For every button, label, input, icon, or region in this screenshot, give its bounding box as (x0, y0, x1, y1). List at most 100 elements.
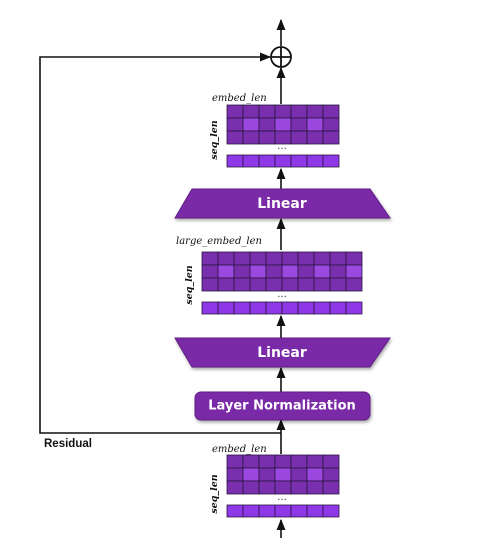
matrix-cell (345, 264, 363, 279)
mid-large-embed-len-label: large_embed_len (176, 236, 262, 247)
matrix-cell (274, 467, 292, 482)
layer-norm-label: Layer Normalization (208, 398, 356, 414)
matrix-cell (233, 264, 251, 279)
matrix-last-row-cell (242, 504, 260, 518)
matrix-cell (258, 130, 276, 145)
top-matrix (226, 104, 340, 168)
matrix-cell (322, 480, 340, 495)
matrix-cell (249, 264, 267, 279)
matrix-last-row-cell (201, 301, 219, 315)
matrix-last-row-cell (258, 504, 276, 518)
matrix-cell (217, 264, 235, 279)
matrix-cell (290, 130, 308, 145)
linear-block-top (174, 188, 391, 219)
matrix-cell (306, 104, 324, 119)
top-ellipsis: ... (277, 141, 287, 152)
matrix-cell (258, 117, 276, 132)
bottom-ellipsis: ... (277, 492, 287, 503)
matrix-last-row-cell (242, 154, 260, 168)
matrix-cell (242, 480, 260, 495)
matrix-cell (306, 117, 324, 132)
mid-seq-len-label: seq_len (184, 265, 195, 305)
matrix-last-row-cell (345, 301, 363, 315)
matrix-cell (290, 117, 308, 132)
top-seq-len-label: seq_len (209, 120, 220, 160)
matrix-cell (265, 264, 283, 279)
matrix-cell (281, 251, 299, 266)
layer-norm-block (194, 391, 371, 421)
matrix-cell (226, 467, 244, 482)
matrix-cell (258, 454, 276, 469)
matrix-last-row-cell (233, 301, 251, 315)
matrix-last-row-cell (322, 154, 340, 168)
matrix-last-row-cell (290, 504, 308, 518)
matrix-cell (290, 104, 308, 119)
matrix-last-row-cell (274, 504, 292, 518)
matrix-cell (226, 117, 244, 132)
matrix-cell (226, 480, 244, 495)
matrix-cell (322, 454, 340, 469)
matrix-cell (274, 454, 292, 469)
matrix-cell (242, 104, 260, 119)
matrix-cell (297, 277, 315, 292)
matrix-last-row-cell (290, 154, 308, 168)
matrix-cell (226, 454, 244, 469)
matrix-cell (233, 251, 251, 266)
matrix-cell (217, 251, 235, 266)
linear-top-label: Linear (257, 196, 307, 212)
residual-path (39, 52, 281, 434)
matrix-last-row-cell (226, 154, 244, 168)
matrix-cell (345, 251, 363, 266)
matrix-cell (345, 277, 363, 292)
matrix-cell (329, 251, 347, 266)
matrix-cell (274, 104, 292, 119)
matrix-cell (329, 264, 347, 279)
matrix-cell (201, 277, 219, 292)
matrix-cell (258, 480, 276, 495)
matrix-last-row-cell (322, 504, 340, 518)
mid-ellipsis: ... (277, 289, 287, 300)
matrix-last-row-cell (297, 301, 315, 315)
matrix-cell (290, 467, 308, 482)
matrix-cell (242, 130, 260, 145)
matrix-cell (313, 277, 331, 292)
matrix-cell (329, 277, 347, 292)
matrix-cell (258, 104, 276, 119)
matrix-cell (258, 467, 276, 482)
matrix-cell (226, 130, 244, 145)
matrix-last-row-cell (265, 301, 283, 315)
matrix-cell (322, 104, 340, 119)
matrix-cell (322, 130, 340, 145)
plus-circle-icon (270, 46, 292, 68)
matrix-cell (265, 251, 283, 266)
matrix-cell (233, 277, 251, 292)
linear-bottom-label: Linear (257, 345, 307, 361)
mid-matrix (201, 251, 363, 315)
matrix-cell (274, 117, 292, 132)
matrix-cell (306, 130, 324, 145)
matrix-last-row-cell (226, 504, 244, 518)
matrix-cell (313, 251, 331, 266)
bottom-embed-len-label: embed_len (212, 444, 267, 455)
matrix-cell (290, 480, 308, 495)
matrix-last-row-cell (217, 301, 235, 315)
matrix-cell (290, 454, 308, 469)
matrix-cell (297, 251, 315, 266)
matrix-cell (297, 264, 315, 279)
matrix-cell (281, 264, 299, 279)
matrix-last-row-cell (329, 301, 347, 315)
top-embed-len-label: embed_len (212, 93, 267, 104)
matrix-cell (322, 467, 340, 482)
matrix-cell (242, 454, 260, 469)
matrix-cell (249, 251, 267, 266)
matrix-cell (306, 467, 324, 482)
matrix-last-row-cell (249, 301, 267, 315)
residual-label: Residual (44, 438, 92, 450)
linear-block-bottom (174, 337, 391, 368)
matrix-cell (306, 454, 324, 469)
matrix-cell (242, 467, 260, 482)
matrix-cell (249, 277, 267, 292)
bottom-seq-len-label: seq_len (209, 474, 220, 514)
